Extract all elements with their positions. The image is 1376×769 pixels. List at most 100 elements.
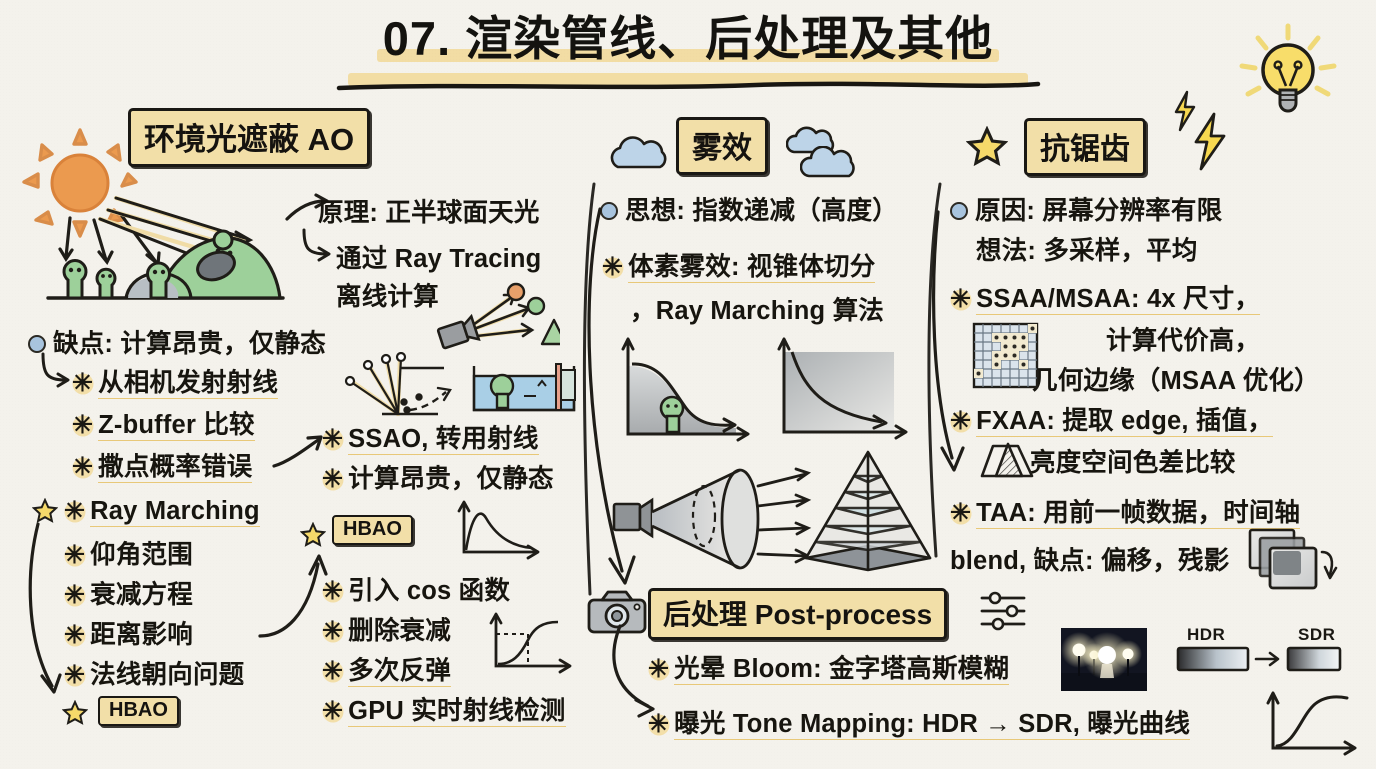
arrow-aa-down	[930, 208, 974, 483]
camera-icon	[586, 588, 648, 641]
asterisk-bullet-icon: ✳	[950, 407, 972, 435]
arrow-to-principle	[285, 185, 331, 230]
arrow-elbow-ao-list	[38, 352, 72, 395]
section-tag-fog: 雾效	[676, 117, 768, 175]
asterisk-bullet-icon: ✳	[648, 655, 670, 683]
column-divider-left	[578, 180, 604, 605]
sliders-icon	[978, 588, 1030, 639]
asterisk-bullet-icon: ✳	[72, 369, 94, 397]
lightning-icon-small	[1172, 90, 1198, 137]
graph-sigmoid-icon	[482, 612, 574, 683]
aa-taa-2: blend, 缺点: 偏移，残影	[950, 547, 1230, 575]
aa-fxaa: ✳FXAA: 提取 edge, 插值，	[950, 407, 1274, 437]
hbao-gpu: ✳GPU 实时射线检测	[322, 697, 566, 727]
lightning-icon-large	[1190, 112, 1230, 177]
fog-voxel: ✳体素雾效: 视锥体切分	[602, 253, 876, 283]
arrow-down-to-hbao	[24, 520, 84, 710]
pyramid-icon	[788, 446, 948, 586]
hemisphere-sample-icon	[338, 351, 488, 429]
asterisk-bullet-icon: ✳	[322, 697, 344, 725]
arrow-elbow-raytracing	[300, 228, 334, 269]
asterisk-bullet-icon: ✳	[602, 253, 624, 281]
ao-cam-ray: ✳从相机发射射线	[72, 369, 279, 399]
msaa-grid-icon	[972, 322, 1040, 397]
bullet-circle-icon	[28, 334, 46, 353]
page-title-container: 07. 渲染管线、后处理及其他	[0, 14, 1376, 69]
asterisk-bullet-icon: ✳	[72, 411, 94, 439]
column-divider-right	[924, 180, 950, 565]
hbao-cos: ✳引入 cos 函数	[322, 577, 511, 605]
camera-ray-icon	[430, 282, 568, 367]
star-icon-hbao-mid	[300, 522, 326, 548]
aa-cause: 原因: 屏幕分辨率有限	[950, 190, 1222, 227]
ao-normal-issue: ✳法线朝向问题	[64, 661, 245, 689]
aa-idea: 想法: 多采样，平均	[976, 237, 1198, 265]
aa-taa: ✳TAA: 用前一帧数据，时间轴	[950, 499, 1301, 529]
cloud-icon-right-bottom	[799, 145, 864, 189]
arrow-fog-to-post	[580, 205, 660, 600]
asterisk-bullet-icon: ✳	[950, 285, 972, 313]
hdr-label: HDR	[1187, 625, 1226, 644]
ghosting-frames-icon	[1246, 526, 1346, 611]
asterisk-bullet-icon: ✳	[322, 657, 344, 685]
ao-atten-eq: ✳衰减方程	[64, 581, 193, 609]
scene-sample-icon	[470, 360, 580, 421]
section-tag-post: 后处理 Post-process	[648, 588, 948, 640]
arrow-to-ssao	[272, 432, 328, 477]
asterisk-bullet-icon: ✳	[648, 710, 670, 738]
cloud-icon-left	[608, 135, 674, 180]
frustum-icon	[612, 450, 822, 585]
fog-graph-exp	[770, 336, 915, 451]
aa-ssaa-2: 计算代价高，	[1106, 327, 1261, 355]
ao-illustration	[8, 120, 338, 315]
page-title: 07. 渲染管线、后处理及其他	[375, 14, 1001, 69]
bloom-photo	[1061, 628, 1147, 696]
ao-principle: 原理: 正半球面天光	[318, 199, 540, 227]
lightbulb-icon	[1228, 18, 1348, 143]
ao-ray-marching: ✳Ray Marching	[64, 497, 260, 527]
fog-voxel-2: ，Ray Marching 算法	[630, 297, 884, 325]
hbao-del: ✳删除衰减	[322, 617, 451, 645]
exposure-curve-icon	[1255, 690, 1365, 769]
title-underline	[336, 78, 1042, 99]
section-tag-aa: 抗锯齿	[1024, 118, 1146, 176]
star-icon-ray-marching	[32, 498, 58, 524]
ao-drawback: 缺点: 计算昂贵，仅静态	[28, 323, 326, 360]
hbao-bounce: ✳多次反弹	[322, 657, 451, 687]
tag-hbao-left: HBAO	[98, 696, 179, 726]
arrow-up-to-hbao-mid	[256, 552, 336, 647]
ao-raytracing: 通过 Ray Tracing	[336, 245, 542, 273]
ao-zbuffer: ✳Z-buffer 比较	[72, 411, 255, 441]
section-tag-ao: 环境光遮蔽 AO	[128, 108, 371, 167]
bullet-circle-icon	[950, 201, 968, 220]
hdr-to-sdr-arrow	[1254, 648, 1282, 675]
asterisk-bullet-icon: ✳	[322, 465, 344, 493]
asterisk-bullet-icon: ✳	[64, 497, 86, 525]
aa-fxaa-2: 亮度空间色差比较	[1030, 449, 1236, 477]
fog-idea: 思想: 指数递减（高度）	[600, 190, 898, 227]
asterisk-bullet-icon: ✳	[950, 499, 972, 527]
fog-graph-height	[616, 336, 756, 451]
post-tone: ✳曝光 Tone Mapping: HDR → SDR, 曝光曲线	[648, 710, 1191, 740]
ao-elev-range: ✳仰角范围	[64, 541, 193, 569]
ao-dist-effect: ✳距离影响	[64, 621, 193, 649]
aa-ssaa-3: 几何边缘（MSAA 优化）	[1032, 367, 1320, 395]
ao-ssao-cost: ✳计算昂贵，仅静态	[322, 465, 554, 493]
asterisk-bullet-icon: ✳	[64, 541, 86, 569]
asterisk-bullet-icon: ✳	[322, 577, 344, 605]
sdr-bar	[1286, 646, 1342, 677]
star-icon-hbao-left	[62, 700, 88, 726]
asterisk-bullet-icon: ✳	[64, 581, 86, 609]
aa-ssaa: ✳SSAA/MSAA: 4x 尺寸，	[950, 285, 1261, 315]
asterisk-bullet-icon: ✳	[322, 617, 344, 645]
asterisk-bullet-icon: ✳	[322, 425, 344, 453]
fxaa-edge-icon	[976, 434, 1036, 489]
ao-scatter: ✳撒点概率错误	[72, 453, 253, 483]
asterisk-bullet-icon: ✳	[64, 621, 86, 649]
graph-falloff-icon	[452, 500, 542, 569]
hdr-bar	[1176, 646, 1250, 677]
star-icon-aa	[965, 125, 1009, 173]
title-highlight	[376, 49, 1000, 63]
sdr-label: SDR	[1298, 625, 1336, 644]
post-bloom: ✳光晕 Bloom: 金字塔高斯模糊	[648, 655, 1010, 685]
